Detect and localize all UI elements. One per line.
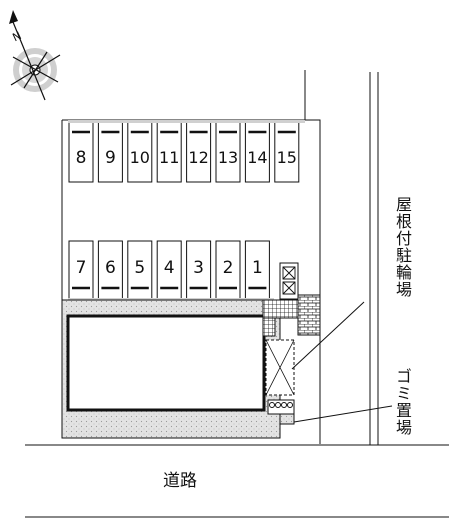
parking-top-space-13: 13: [215, 121, 241, 183]
parking-space-outline: [127, 240, 153, 301]
parking-bottom-space-6: 6: [97, 240, 123, 301]
parking-space-number: 8: [76, 148, 87, 168]
parking-space-number: 11: [159, 148, 179, 167]
parking-top-space-9: 9: [97, 121, 123, 183]
apartment-building: [61, 299, 281, 439]
parking-top-space-15: 15: [274, 121, 300, 183]
parking-space-number: 9: [105, 148, 116, 168]
parking-space-number: 1: [252, 258, 263, 278]
parking-space-outline: [68, 240, 94, 301]
parking-space-number: 13: [218, 148, 238, 167]
garbage-area-label: ゴミ置場: [393, 368, 412, 436]
bike-parking-structure: [262, 262, 393, 425]
parking-space-outline: [186, 240, 212, 301]
parking-space-number: 7: [76, 258, 87, 278]
compass-icon: N: [9, 10, 61, 101]
parking-space-number: 15: [277, 148, 297, 167]
parking-space-number: 4: [164, 258, 175, 278]
parking-bottom-space-4: 4: [156, 240, 182, 301]
parking-bottom-space-7: 7: [68, 240, 94, 301]
parking-top-space-11: 11: [156, 121, 182, 183]
parking-top-space-12: 12: [186, 121, 212, 183]
parking-space-number: 2: [223, 258, 234, 278]
parking-bottom-space-3: 3: [186, 240, 212, 301]
parking-space-number: 6: [105, 258, 116, 278]
road: [25, 444, 449, 518]
parking-space-outline: [156, 240, 182, 301]
bicycle-rack-icon: [267, 399, 295, 415]
parking-bottom-space-2: 2: [215, 240, 241, 301]
road-label: 道路: [163, 471, 197, 491]
parking-space-number: 5: [134, 258, 145, 278]
parking-space-outline: [97, 240, 123, 301]
parking-space-number: 10: [130, 148, 150, 167]
parking-top-space-10: 10: [127, 121, 153, 183]
parking-bottom-space-1: 1: [244, 240, 270, 301]
parking-top-space-8: 8: [68, 121, 94, 183]
parking-curb: [68, 120, 305, 123]
parking-top-space-14: 14: [244, 121, 270, 183]
bike-parking-label: 屋根付駐輪場: [393, 196, 412, 298]
parking-space-number: 12: [188, 148, 208, 167]
parking-bottom-space-5: 5: [127, 240, 153, 301]
parking-space-outline: [215, 240, 241, 301]
parking-space-number: 3: [193, 258, 204, 278]
parking-space-number: 14: [247, 148, 267, 167]
